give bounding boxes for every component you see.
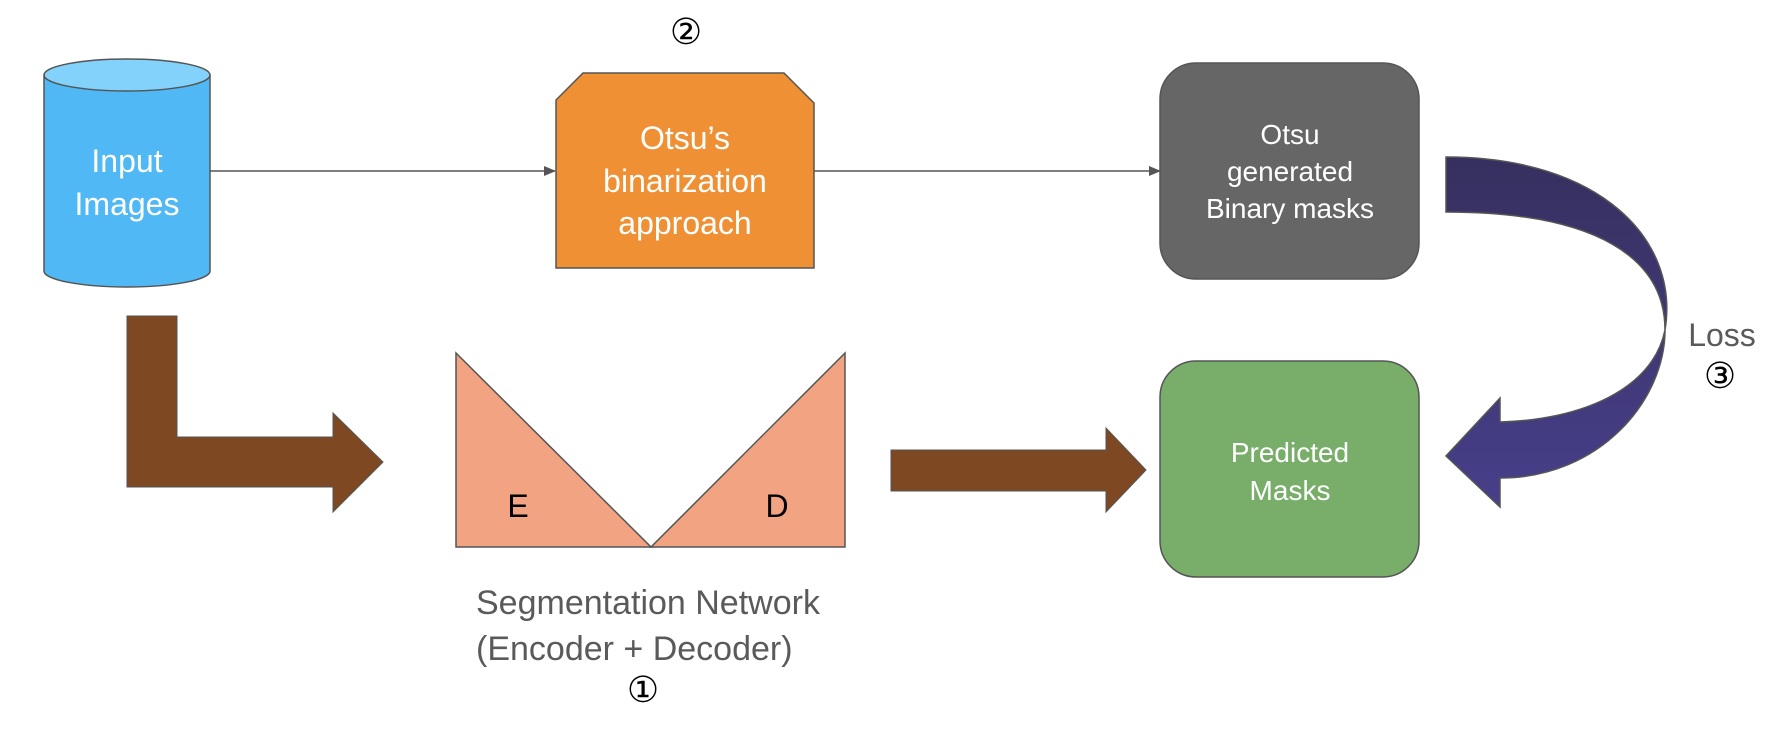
decoder-triangle — [649, 351, 846, 548]
otsu-binarization-box: Otsu’s binarization approach — [555, 72, 815, 269]
input-label-line2: Images — [75, 186, 180, 222]
binary-masks-line2: generated — [1227, 156, 1353, 187]
segmentation-network: E D — [455, 351, 846, 548]
predicted-line1: Predicted — [1231, 437, 1349, 468]
encoder-triangle — [455, 351, 653, 548]
brown-arrow-network-to-predicted — [890, 426, 1147, 514]
loss-label: Loss — [1688, 317, 1756, 353]
step-3-marker: ③ — [1704, 355, 1736, 396]
loss-curved-arrow — [1444, 156, 1668, 509]
input-images-cylinder: Input Images — [43, 58, 211, 288]
network-caption-line2: (Encoder + Decoder) — [476, 630, 793, 668]
network-caption-line1: Segmentation Network — [476, 584, 821, 622]
encoder-letter: E — [507, 488, 528, 524]
binary-masks-line3: Binary masks — [1206, 193, 1374, 224]
otsu-label-line1: Otsu’s — [640, 120, 730, 156]
decoder-letter: D — [765, 488, 788, 524]
predicted-line2: Masks — [1250, 475, 1331, 506]
otsu-label-line3: approach — [618, 205, 751, 241]
input-label-line1: Input — [91, 143, 162, 179]
step-1-marker: ① — [627, 669, 659, 710]
predicted-masks-box: Predicted Masks — [1159, 360, 1420, 578]
binary-masks-box: Otsu generated Binary masks — [1159, 62, 1420, 280]
otsu-label-line2: binarization — [603, 163, 767, 199]
brown-arrow-input-to-network — [126, 315, 384, 514]
step-2-marker: ② — [670, 11, 702, 52]
binary-masks-line1: Otsu — [1260, 119, 1319, 150]
